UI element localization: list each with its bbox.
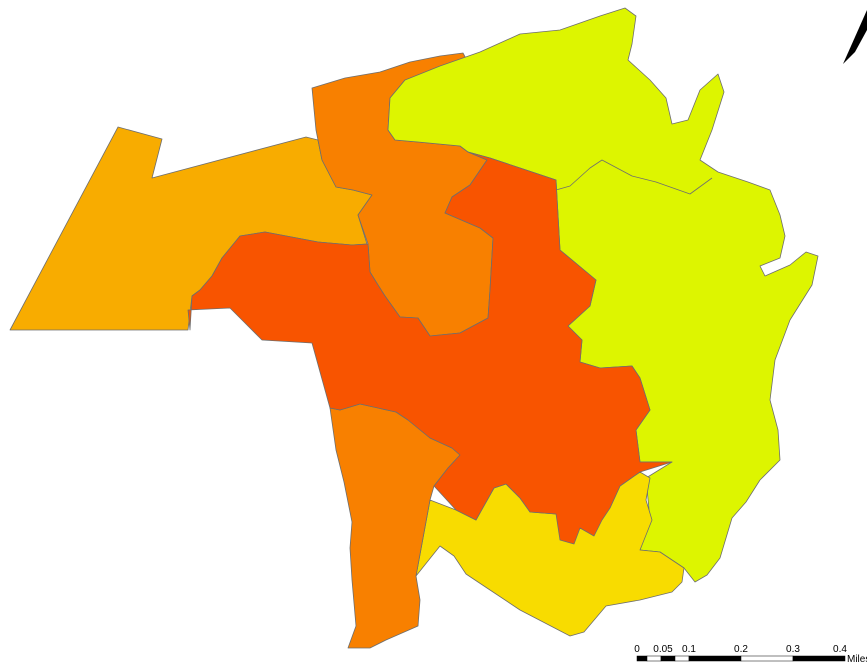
scale-tick-label: 0.2 [734, 644, 748, 655]
scale-segment [792, 655, 846, 662]
scale-unit-label: Miles [847, 654, 867, 663]
scale-tick-label: 0.1 [682, 644, 696, 655]
scale-tick-label: 0.05 [653, 644, 673, 655]
region-central[interactable] [187, 151, 673, 545]
scale-segment [660, 655, 676, 662]
scale-tick-label: 0.4 [833, 644, 847, 655]
scale-segment [636, 655, 648, 662]
scale-segment [674, 655, 690, 662]
scale-tick-label: 0 [634, 644, 640, 655]
region-northeast-inner-boundary [555, 159, 713, 195]
scale-segment [740, 655, 794, 662]
scale-bar: 0 0.05 0.1 0.2 0.3 0.4 Miles [634, 644, 867, 663]
scale-segment [688, 655, 742, 662]
scale-segment [646, 655, 662, 662]
scale-tick-label: 0.3 [786, 644, 800, 655]
north-arrow-icon [843, 10, 867, 64]
